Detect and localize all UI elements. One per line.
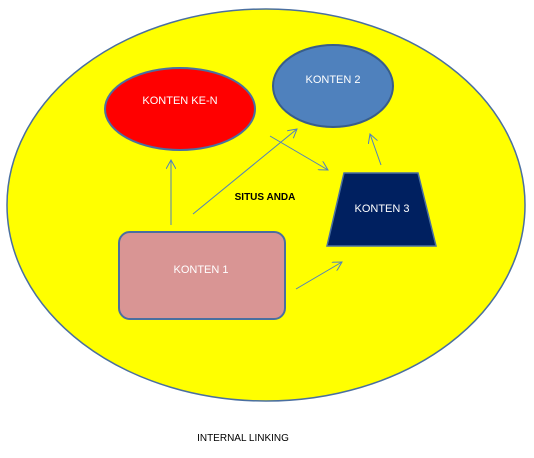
node-konten-3-shape: [326, 172, 437, 247]
node-konten-2: KONTEN 2: [272, 44, 394, 128]
node-konten-ke-n-shape: [104, 67, 256, 151]
diagram-caption: INTERNAL LINKING: [197, 433, 289, 444]
arrow-konten-ke-n-to-konten-3: [269, 135, 328, 170]
node-konten-2-label: KONTEN 2: [305, 74, 360, 86]
node-konten-ke-n-label: KONTEN KE-N: [142, 95, 217, 107]
node-konten-2-shape: [272, 44, 394, 128]
node-konten-1-label: KONTEN 1: [173, 264, 228, 276]
arrow-konten-3-to-konten-2: [370, 134, 382, 166]
node-konten-3: KONTEN 3: [326, 172, 437, 247]
site-ellipse: [6, 8, 526, 402]
arrow-center-to-konten-2: [192, 129, 297, 215]
node-konten-1-shape: [118, 231, 286, 320]
node-konten-1: KONTEN 1: [118, 231, 286, 320]
node-konten-3-label: KONTEN 3: [354, 203, 409, 215]
node-konten-ke-n: KONTEN KE-N: [104, 67, 256, 151]
arrow-konten-1-to-konten-3: [295, 262, 342, 290]
center-label: SITUS ANDA: [235, 192, 296, 203]
